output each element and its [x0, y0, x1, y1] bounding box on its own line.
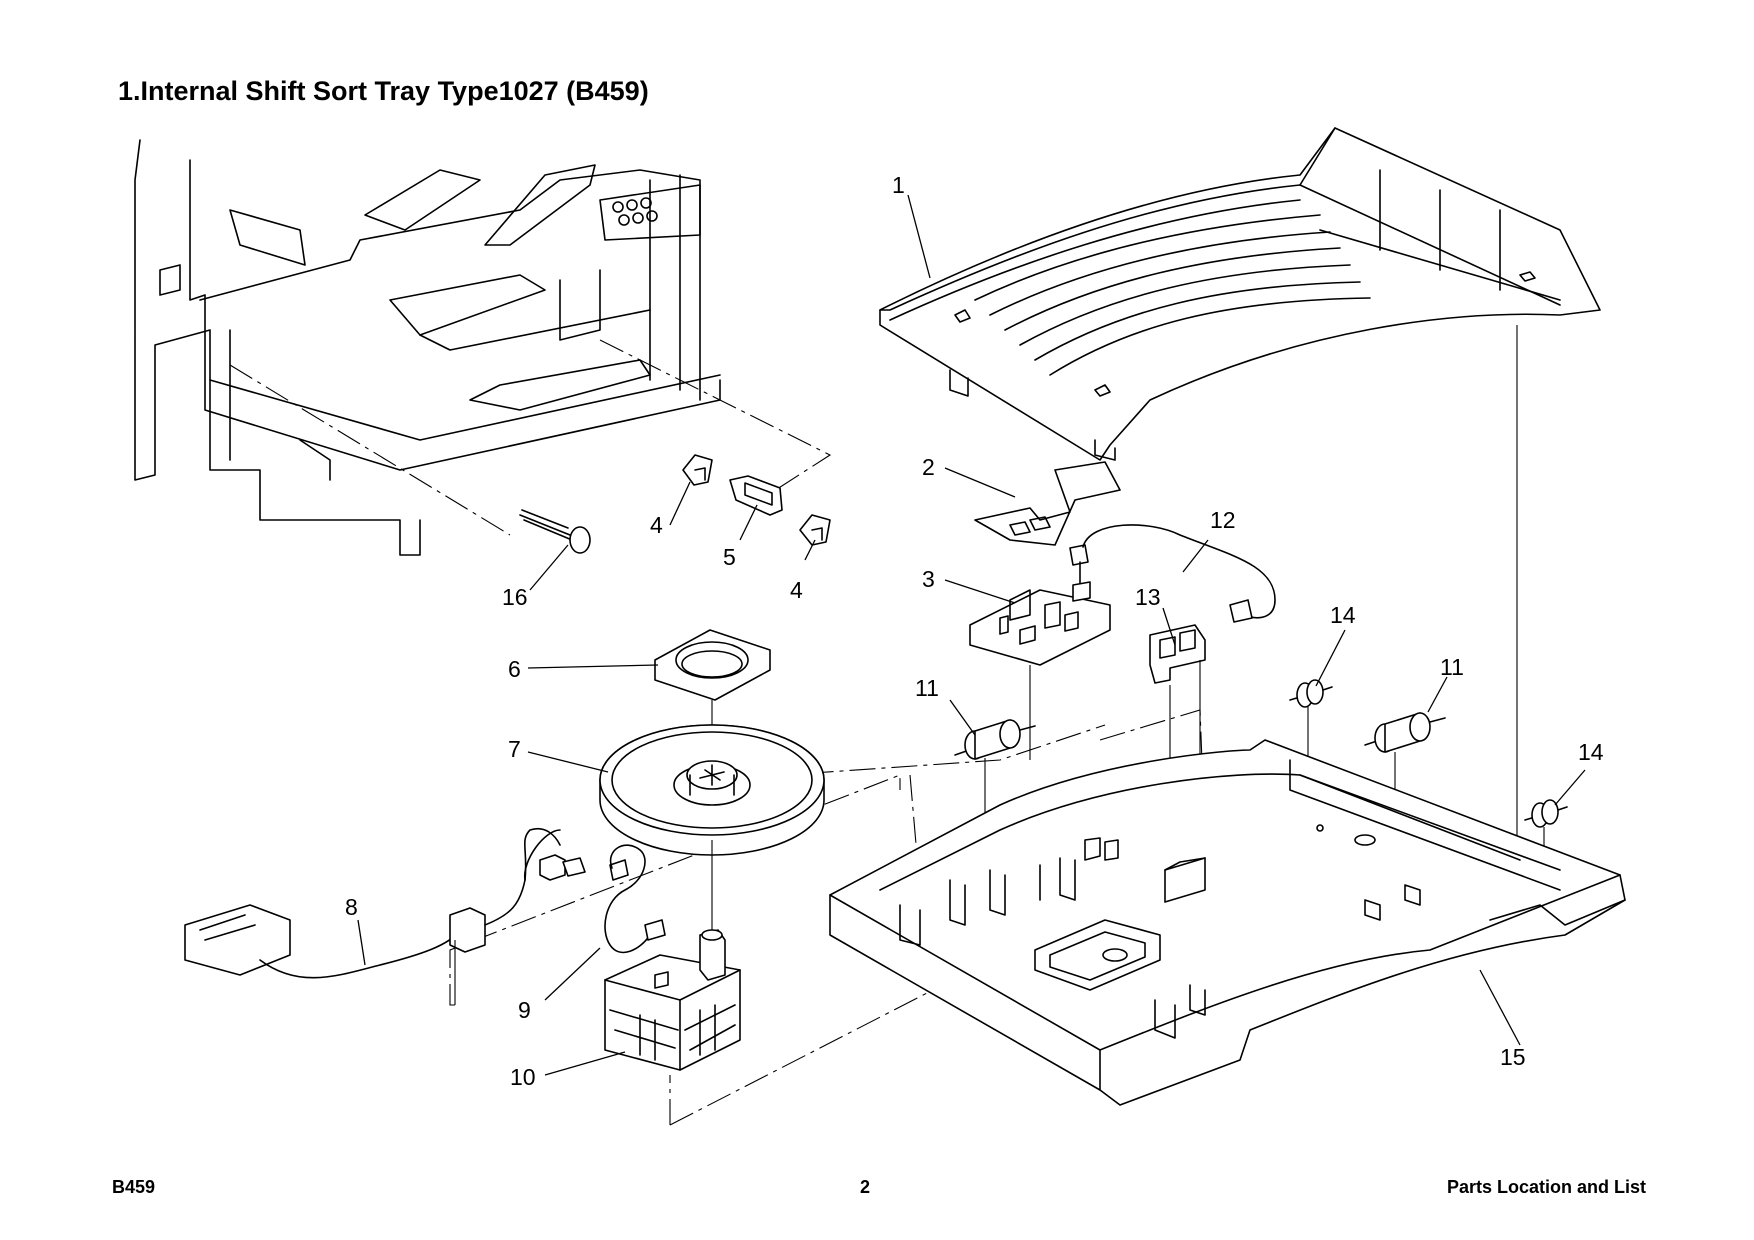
tray-base: [829, 739, 1626, 1106]
clip-left: [682, 454, 713, 486]
callout-1: 1: [892, 172, 905, 198]
short-harness: [604, 844, 666, 954]
callout-14: 14: [1578, 739, 1604, 765]
callout-3: 3: [922, 566, 935, 592]
callout-6: 6: [508, 656, 521, 682]
small-roller-lower: [1524, 799, 1568, 828]
callout-15: 15: [1500, 1044, 1526, 1070]
assembly-line: [229, 364, 511, 536]
circuit-board: [969, 589, 1111, 666]
gear: [599, 724, 825, 856]
roller-left: [954, 719, 1036, 760]
assembly-line: [639, 724, 1106, 786]
wire-harness: [184, 827, 586, 979]
callout-11: 11: [1440, 654, 1464, 680]
footer-model: B459: [112, 1177, 156, 1197]
callout-5: 5: [723, 544, 736, 570]
tray-cover: [879, 127, 1601, 461]
bushing-plate: [654, 629, 771, 701]
roller-right: [1364, 712, 1446, 753]
callout-8: 8: [345, 894, 358, 920]
shift-motor: [604, 929, 741, 1071]
callout-11: 11: [915, 675, 939, 701]
callout-9: 9: [518, 997, 531, 1023]
footer-page-number: 2: [860, 1177, 871, 1197]
leader-lines: [357, 194, 1586, 1076]
callout-7: 7: [508, 736, 521, 762]
callout-16: 16: [502, 584, 528, 610]
copier-body-illustration: [134, 139, 721, 556]
callout-14: 14: [1330, 602, 1356, 628]
callout-2: 2: [922, 454, 935, 480]
callout-4: 4: [790, 577, 803, 603]
callout-4: 4: [650, 512, 663, 538]
page-title: 1.Internal Shift Sort Tray Type1027 (B45…: [118, 76, 649, 106]
screw: [519, 509, 591, 554]
bracket: [974, 461, 1121, 546]
clip-right: [799, 514, 831, 546]
footer-section: Parts Location and List: [1446, 1177, 1646, 1197]
guide-bracket: [729, 475, 783, 516]
assembly-line: [449, 774, 901, 1006]
callout-10: 10: [510, 1064, 536, 1090]
assembly-line: [599, 339, 832, 501]
small-roller-upper: [1289, 679, 1333, 708]
sensor: [1149, 624, 1206, 684]
sensor-harness: [1069, 524, 1276, 623]
callout-12: 12: [1210, 507, 1236, 533]
callout-13: 13: [1135, 584, 1161, 610]
